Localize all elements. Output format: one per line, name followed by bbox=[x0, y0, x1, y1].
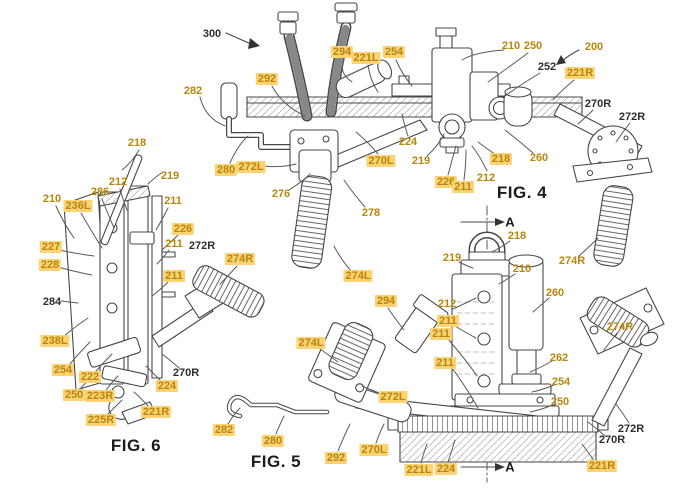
fig6-ref-225R: 225R bbox=[85, 413, 117, 427]
fig5-ref-294: 294 bbox=[374, 294, 398, 308]
section-letter-bottom: A bbox=[505, 459, 515, 475]
fig4-ref-219: 219 bbox=[411, 154, 431, 167]
fig4-ref-200: 200 bbox=[584, 40, 604, 53]
fig4-ref-260: 260 bbox=[529, 151, 549, 164]
fig6-ref-211: 211 bbox=[164, 194, 182, 207]
fig6-ref-210: 210 bbox=[42, 192, 62, 205]
fig6-ref-212: 212 bbox=[108, 175, 128, 188]
fig5-ref-292: 292 bbox=[324, 451, 348, 465]
fig4-ref-270R: 270R bbox=[584, 97, 612, 110]
fig5-ref-282: 282 bbox=[212, 423, 236, 437]
fig4-ref-210: 210 bbox=[501, 39, 521, 52]
fig4-ref-250: 250 bbox=[523, 39, 543, 52]
fig6-ref-211: 211 bbox=[163, 269, 185, 283]
fig6-ref-218: 218 bbox=[127, 136, 147, 149]
fig4-ref-226: 226 bbox=[434, 175, 458, 189]
fig6-ref-236L: 236L bbox=[63, 199, 93, 213]
flow-arrows bbox=[225, 32, 580, 65]
fig5-ref-224: 224 bbox=[434, 462, 458, 476]
leader-lines bbox=[55, 49, 631, 464]
fig4-ref-274R: 274R bbox=[558, 254, 586, 267]
fig4-ref-254: 254 bbox=[382, 45, 406, 59]
fig6-ref-224: 224 bbox=[155, 379, 179, 393]
fig6-ref-286: 286 bbox=[90, 185, 110, 198]
fig5-ref-280: 280 bbox=[261, 434, 285, 448]
fig4-ref-276: 276 bbox=[271, 187, 291, 200]
fig5-ref-270R: 270R bbox=[598, 433, 626, 446]
fig6-ref-238L: 238L bbox=[40, 334, 70, 348]
fig4-ref-280: 280 bbox=[214, 163, 238, 177]
section-letter-top: A bbox=[505, 214, 515, 230]
fig4-ref-221L: 221L bbox=[351, 51, 381, 65]
fig4-ref-224: 224 bbox=[398, 135, 418, 148]
fig6-caption: FIG. 6 bbox=[110, 436, 162, 455]
fig4-ref-212: 212 bbox=[476, 171, 496, 184]
fig4-caption: FIG. 4 bbox=[496, 183, 548, 202]
fig4-ref-272L: 272L bbox=[236, 160, 266, 174]
fig6-ref-223R: 223R bbox=[84, 389, 116, 403]
fig5-ref-211: 211 bbox=[430, 327, 452, 341]
fig5-ref-254: 254 bbox=[551, 375, 571, 388]
fig5-ref-274L: 274L bbox=[296, 336, 326, 350]
fig6-ref-222: 222 bbox=[78, 370, 102, 384]
fig5-ref-211: 211 bbox=[434, 356, 456, 370]
fig5-caption: FIG. 5 bbox=[250, 452, 302, 471]
fig6-ref-219: 219 bbox=[160, 169, 180, 182]
fig5-ref-219: 219 bbox=[442, 251, 462, 264]
fig6-ref-254: 254 bbox=[51, 363, 75, 377]
fig6-ref-228: 228 bbox=[38, 258, 62, 272]
fig4-ref-221R: 221R bbox=[564, 66, 596, 80]
fig5-ref-211: 211 bbox=[437, 314, 459, 328]
fig5-ref-272R: 272R bbox=[617, 422, 645, 435]
fig5-ref-270L: 270L bbox=[359, 443, 389, 457]
fig6-ref-221R: 221R bbox=[140, 405, 172, 419]
fig5-ref-212: 212 bbox=[437, 297, 457, 310]
fig6-ref-227: 227 bbox=[39, 240, 63, 254]
fig6-ref-270R: 270R bbox=[172, 366, 200, 379]
fig6-ref-284: 284 bbox=[42, 295, 62, 308]
fig5-ref-221L: 221L bbox=[404, 463, 434, 477]
fig6-ref-274R: 274R bbox=[224, 252, 256, 266]
fig5-ref-272L: 272L bbox=[378, 390, 408, 404]
fig4-ref-278: 278 bbox=[361, 206, 381, 219]
fig4-ref-272R: 272R bbox=[618, 110, 646, 123]
fig4-ref-252: 252 bbox=[537, 60, 557, 73]
fig6-ref-226: 226 bbox=[171, 222, 195, 236]
fig5-ref-262: 262 bbox=[549, 351, 569, 364]
fig4-ref-270L: 270L bbox=[366, 154, 396, 168]
fig6-drawing bbox=[63, 154, 265, 425]
fig5-ref-221R: 221R bbox=[586, 459, 618, 473]
fig5-ref-250: 250 bbox=[550, 395, 570, 408]
fig4-ref-282: 282 bbox=[183, 84, 203, 97]
fig4-ref-292: 292 bbox=[255, 72, 279, 86]
fig5-ref-274R: 274R bbox=[606, 320, 634, 333]
fig5-ref-260: 260 bbox=[545, 286, 565, 299]
fig4-ref-218: 218 bbox=[489, 152, 513, 166]
fig4-drawing bbox=[220, 2, 653, 269]
fig6-ref-211: 211 bbox=[165, 237, 183, 250]
fig4-ref-300: 300 bbox=[202, 27, 222, 40]
fig4-ref-294: 294 bbox=[330, 45, 354, 59]
fig5-drawing bbox=[226, 205, 665, 483]
fig6-ref-272R: 272R bbox=[188, 239, 216, 252]
fig6-ref-250: 250 bbox=[62, 388, 86, 402]
fig4-ref-274L: 274L bbox=[343, 269, 373, 283]
fig5-ref-218: 218 bbox=[507, 229, 527, 242]
fig4-ref-211: 211 bbox=[452, 180, 474, 194]
fig5-ref-210: 210 bbox=[512, 262, 532, 275]
